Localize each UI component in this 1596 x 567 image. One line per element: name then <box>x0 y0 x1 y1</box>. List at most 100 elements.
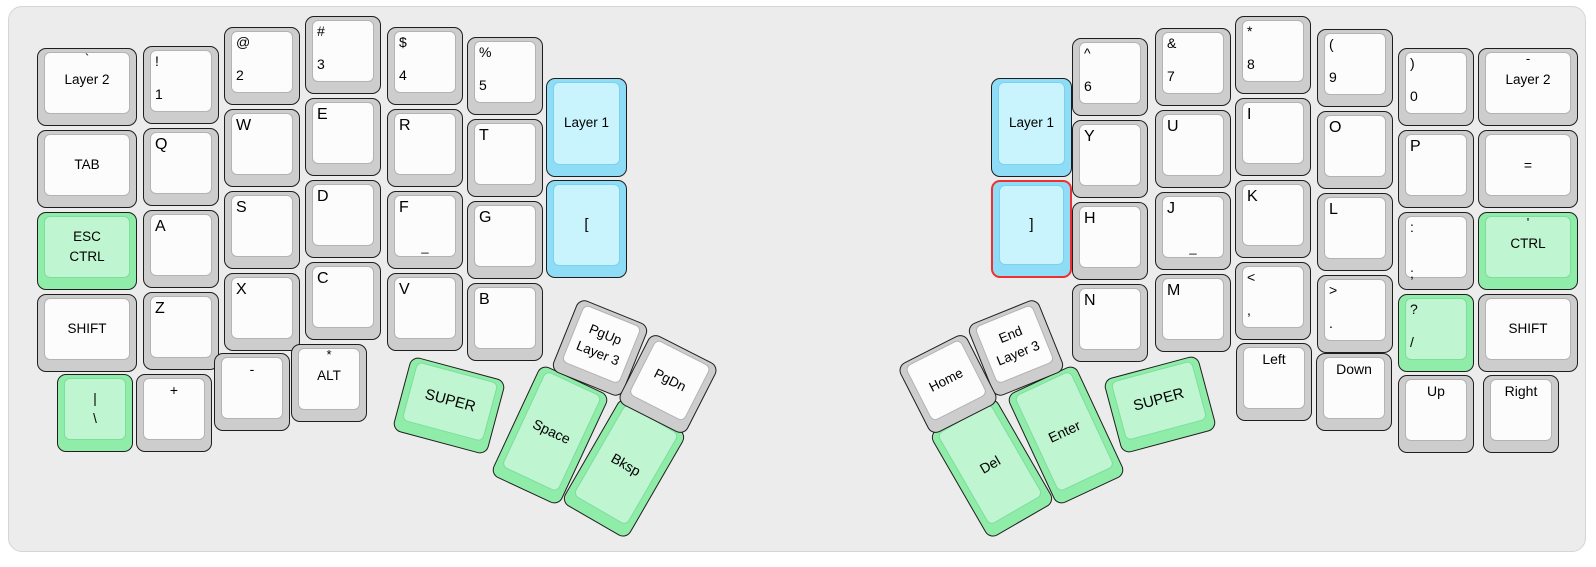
key-letter-l[interactable]: L <box>1317 193 1393 271</box>
keycap-top <box>1485 52 1571 114</box>
key-label: 7 <box>1167 68 1175 84</box>
key-num-5[interactable]: %5 <box>467 37 543 115</box>
key-pipe-backslash[interactable]: |\ <box>57 374 133 452</box>
key-letter-o[interactable]: O <box>1317 111 1393 189</box>
key-equals[interactable]: = <box>1478 130 1578 208</box>
key-legend: Up <box>1399 376 1473 452</box>
key-legend: I <box>1236 99 1310 175</box>
key-tab[interactable]: TAB <box>37 130 137 208</box>
key-letter-h[interactable]: H <box>1072 202 1148 280</box>
key-quote-ctrl[interactable]: 'CTRL <box>1478 212 1578 290</box>
key-arrow-left[interactable]: Left <box>1236 343 1312 421</box>
key-label: C <box>317 270 329 287</box>
keycap-top <box>1162 196 1224 258</box>
key-letter-z[interactable]: Z <box>143 292 219 370</box>
key-semicolon[interactable]: :; <box>1398 212 1474 290</box>
key-label: T <box>479 127 489 144</box>
key-minus[interactable]: - <box>214 353 290 431</box>
key-letter-n[interactable]: N <box>1072 284 1148 362</box>
key-num-4[interactable]: $4 <box>387 27 463 105</box>
key-right-bracket[interactable]: ] <box>991 180 1072 278</box>
keycap-top <box>1079 42 1141 104</box>
key-label: G <box>479 209 492 226</box>
key-label: 8 <box>1247 56 1255 72</box>
key-question-slash[interactable]: ?/ <box>1398 294 1474 372</box>
key-num-9[interactable]: (9 <box>1317 29 1393 107</box>
key-letter-v[interactable]: V <box>387 273 463 351</box>
key-star-alt[interactable]: *ALT <box>291 344 367 422</box>
key-letter-x[interactable]: X <box>224 273 300 351</box>
key-letter-u[interactable]: U <box>1155 110 1231 188</box>
key-num-7[interactable]: &7 <box>1155 28 1231 106</box>
key-period[interactable]: >. <box>1317 275 1393 353</box>
key-legend: L <box>1318 194 1392 270</box>
key-legend: B <box>468 284 542 360</box>
key-label: 1 <box>155 86 163 102</box>
keycap-top <box>1405 216 1467 278</box>
key-num-3[interactable]: #3 <box>305 16 381 94</box>
key-num-1[interactable]: !1 <box>143 46 219 124</box>
key-label: [ <box>584 215 589 233</box>
key-legend: <, <box>1236 263 1310 339</box>
key-label: 9 <box>1329 69 1337 85</box>
keycap-top <box>64 378 126 440</box>
key-label: I <box>1247 106 1252 123</box>
keycap-top <box>1324 197 1386 259</box>
key-legend: J_ <box>1156 193 1230 269</box>
key-letter-g[interactable]: G <box>467 201 543 279</box>
key-letter-i[interactable]: I <box>1235 98 1311 176</box>
key-letter-f[interactable]: F_ <box>387 191 463 269</box>
key-letter-b[interactable]: B <box>467 283 543 361</box>
key-comma[interactable]: <, <box>1235 262 1311 340</box>
key-letter-j[interactable]: J_ <box>1155 192 1231 270</box>
key-label: 3 <box>317 56 325 72</box>
key-num-8[interactable]: *8 <box>1235 16 1311 94</box>
key-left-bracket[interactable]: [ <box>546 180 627 278</box>
key-layer2-right[interactable]: -Layer 2 <box>1478 48 1578 126</box>
key-shift-left[interactable]: SHIFT <box>37 294 137 372</box>
key-layer2-left[interactable]: `Layer 2 <box>37 48 137 126</box>
key-legend: %5 <box>468 38 542 114</box>
key-letter-d[interactable]: D <box>305 180 381 258</box>
key-label: CTRL <box>69 249 105 264</box>
key-layer1-left[interactable]: Layer 1 <box>546 78 627 177</box>
key-letter-w[interactable]: W <box>224 109 300 187</box>
keycap-top <box>143 378 205 440</box>
key-label: $ <box>399 34 407 50</box>
keycap-top <box>312 102 374 164</box>
key-label: > <box>1329 282 1338 298</box>
key-legend: TAB <box>44 134 130 196</box>
key-letter-s[interactable]: S <box>224 191 300 269</box>
key-label: Del <box>976 451 1003 477</box>
key-label: * <box>326 347 332 362</box>
key-label: N <box>1084 292 1096 309</box>
key-arrow-down[interactable]: Down <box>1316 353 1392 431</box>
key-letter-t[interactable]: T <box>467 119 543 197</box>
key-layer1-right[interactable]: Layer 1 <box>991 78 1072 177</box>
key-num-6[interactable]: ^6 <box>1072 38 1148 116</box>
key-legend: M <box>1156 275 1230 351</box>
key-arrow-right[interactable]: Right <box>1483 375 1559 453</box>
key-letter-k[interactable]: K <box>1235 180 1311 258</box>
key-plus[interactable]: + <box>136 374 212 452</box>
key-label: + <box>169 382 179 398</box>
key-letter-e[interactable]: E <box>305 98 381 176</box>
key-arrow-up[interactable]: Up <box>1398 375 1474 453</box>
key-letter-m[interactable]: M <box>1155 274 1231 352</box>
keycap-top <box>231 195 293 257</box>
key-letter-q[interactable]: Q <box>143 128 219 206</box>
key-legend: |\ <box>64 378 126 440</box>
key-shift-right[interactable]: SHIFT <box>1478 294 1578 372</box>
key-letter-p[interactable]: P <box>1398 130 1474 208</box>
key-label: ' <box>1526 215 1530 230</box>
key-letter-c[interactable]: C <box>305 262 381 340</box>
key-num-2[interactable]: @2 <box>224 27 300 105</box>
key-num-0[interactable]: )0 <box>1398 48 1474 126</box>
key-label: D <box>317 188 329 205</box>
key-letter-a[interactable]: A <box>143 210 219 288</box>
key-label: A <box>155 218 166 235</box>
key-letter-r[interactable]: R <box>387 109 463 187</box>
key-letter-y[interactable]: Y <box>1072 120 1148 198</box>
key-label: F <box>399 199 409 216</box>
